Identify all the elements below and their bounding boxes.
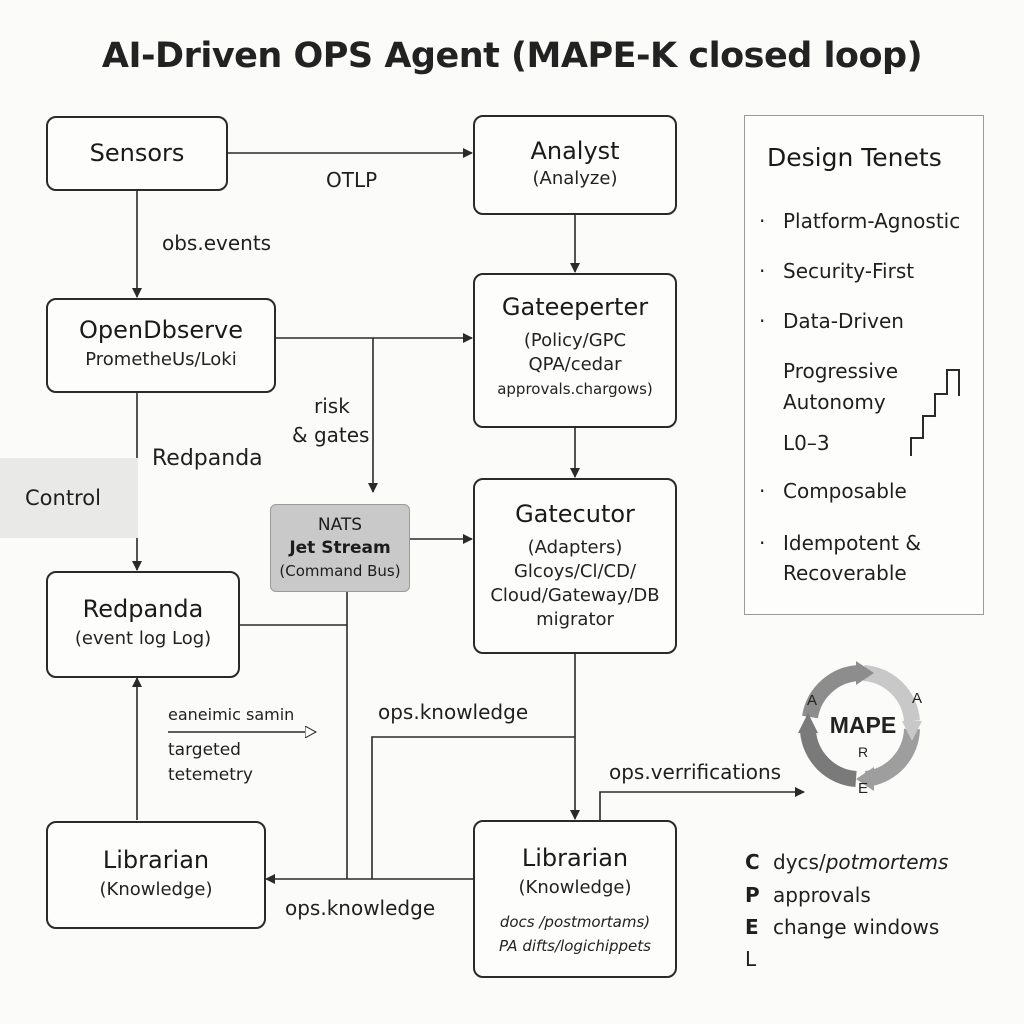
gatekeeper-line1: (Policy/GPC — [523, 330, 627, 351]
mape-a2-label: A — [912, 690, 922, 707]
redpanda-edge-label: Redpanda — [152, 446, 263, 471]
librarian-left-sublabel: (Knowledge) — [99, 879, 213, 900]
tenet-item-last-2: Recoverable — [783, 561, 907, 585]
executor-line4: migrator — [536, 609, 614, 630]
librarian-right-note1: docs /postmortams) — [499, 913, 651, 931]
redpanda-sublabel: (event log Log) — [74, 628, 212, 649]
nats-line3: (Command Bus) — [279, 562, 401, 580]
mape-cycle-icon: MAPE A A R E — [798, 661, 922, 797]
analyst-sublabel: (Analyze) — [532, 168, 618, 189]
redpanda-label: Redpanda — [82, 595, 204, 623]
executor-label: Gatecutor — [515, 500, 635, 528]
openobserve-node[interactable]: OpenDbserve PrometheUs/Loki — [46, 298, 276, 393]
gatekeeper-line3: approvals.chargows) — [497, 380, 653, 398]
tenet-item-last: ·Idempotent & — [759, 531, 921, 555]
ops-verifications-label: ops.verrifications — [609, 760, 782, 784]
stairs-icon — [910, 369, 960, 456]
executor-line3: Cloud/Gateway/DB — [490, 585, 660, 606]
legend-item: L — [745, 947, 757, 971]
edge-ops-knowledge-top — [371, 736, 575, 879]
tenet-progressive-3: L0–3 — [783, 431, 830, 455]
edge-ops-verifications — [599, 787, 805, 822]
gates-label: & gates — [292, 423, 370, 447]
targeted-label: targeted — [168, 740, 241, 760]
librarian-left-label: Librarian — [102, 846, 210, 874]
librarian-right-sublabel: (Knowledge) — [518, 877, 632, 898]
executor-line2: Glcoys/Cl/CD/ — [513, 561, 637, 582]
obs-events-label: obs.events — [162, 231, 272, 255]
risk-label: risk — [314, 394, 350, 418]
mape-center-label: MAPE — [830, 712, 896, 738]
openobserve-sublabel: PrometheUs/Loki — [85, 349, 237, 370]
telemetry-label: tetemetry — [168, 765, 253, 785]
gatekeeper-node[interactable]: Gateeperter (Policy/GPC QPA/cedar approv… — [473, 273, 677, 428]
tenet-item: ·Composable — [759, 479, 907, 503]
tenet-item: ·Platform-Agnostic — [759, 209, 961, 233]
executor-node[interactable]: Gatecutor (Adapters) Glcoys/Cl/CD/ Cloud… — [473, 478, 677, 654]
design-tenets-title: Design Tenets — [767, 143, 942, 172]
ops-knowledge-top-label: ops.knowledge — [378, 700, 529, 724]
gatekeeper-label: Gateeperter — [501, 293, 649, 321]
tenet-item: ·Data-Driven — [759, 309, 904, 333]
tenet-progressive-1: Progressive — [783, 359, 899, 383]
nats-jetstream-node[interactable]: NATS Jet Stream (Command Bus) — [270, 504, 410, 592]
mape-e-label: E — [858, 780, 868, 797]
eaneimic-label: eaneimic samin — [168, 705, 295, 724]
mape-r-label: R — [858, 744, 868, 760]
control-tab[interactable]: Control — [0, 458, 138, 538]
nats-line1: NATS — [317, 515, 363, 535]
otlp-label: OTLP — [326, 168, 378, 192]
gatekeeper-line2: QPA/cedar — [528, 354, 622, 375]
librarian-left-node[interactable]: Librarian (Knowledge) — [46, 821, 266, 929]
executor-line1: (Adapters) — [527, 537, 623, 558]
sensors-node[interactable]: Sensors — [46, 116, 228, 191]
design-tenets-panel: Design Tenets ·Platform-Agnostic ·Securi… — [744, 115, 984, 615]
redpanda-node[interactable]: Redpanda (event log Log) — [46, 571, 240, 678]
openobserve-label: OpenDbserve — [79, 316, 243, 344]
librarian-right-label: Librarian — [521, 844, 629, 872]
analyst-node[interactable]: Analyst (Analyze) — [473, 115, 677, 215]
analyst-label: Analyst — [530, 137, 620, 165]
tenet-progressive-2: Autonomy — [783, 390, 886, 414]
librarian-right-note2: PA difts/logichippets — [499, 937, 651, 955]
mape-a1-label: A — [807, 692, 817, 709]
diagram-title: AI-Driven OPS Agent (MAPE-K closed loop) — [101, 36, 923, 76]
tenet-item: ·Security-First — [759, 259, 915, 283]
ops-knowledge-bottom-label: ops.knowledge — [285, 896, 436, 920]
nats-line2: Jet Stream — [289, 538, 391, 558]
librarian-right-node[interactable]: Librarian (Knowledge) docs /postmortams)… — [473, 820, 677, 978]
sensors-label: Sensors — [89, 139, 185, 167]
